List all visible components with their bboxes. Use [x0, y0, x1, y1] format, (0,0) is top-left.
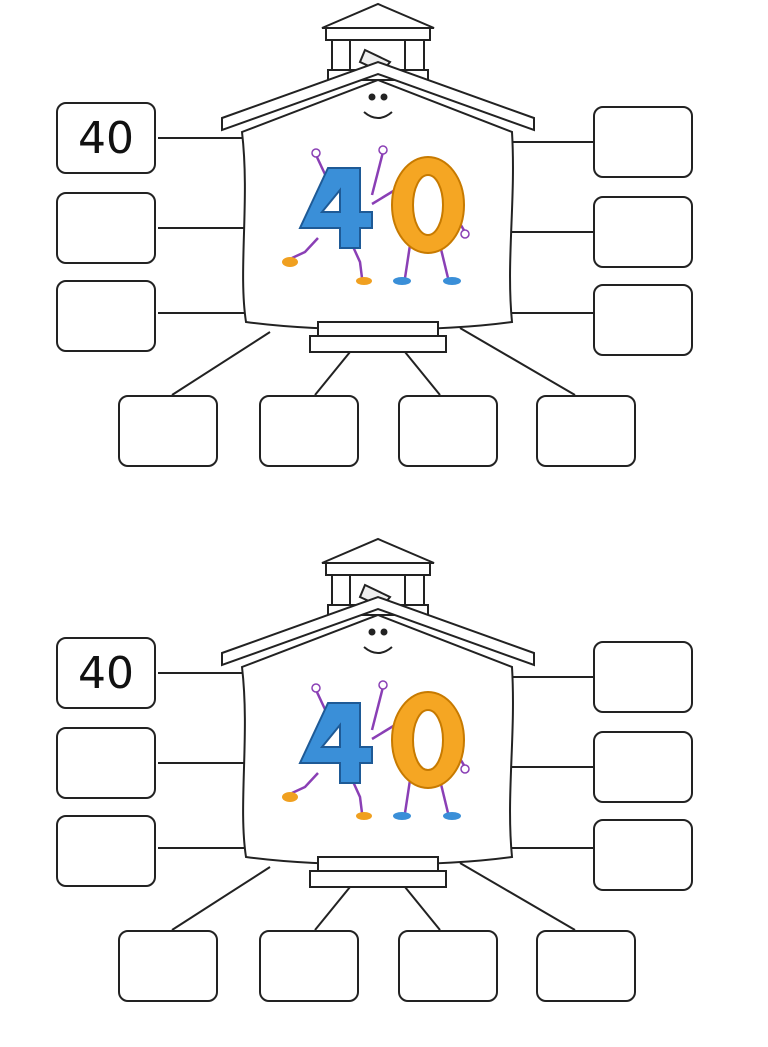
answer-box-left-1[interactable]: 40	[56, 637, 156, 709]
schoolhouse-illustration	[158, 2, 593, 396]
answer-box-right-1[interactable]	[593, 641, 693, 713]
answer-box-bottom-4[interactable]	[536, 930, 636, 1002]
answer-box-left-2[interactable]	[56, 192, 156, 264]
connector-lines	[158, 672, 593, 931]
answer-box-right-3[interactable]	[593, 819, 693, 891]
number-40-characters	[282, 680, 470, 820]
connector-lines	[158, 137, 593, 396]
answer-box-right-2[interactable]	[593, 196, 693, 268]
answer-box-bottom-2[interactable]	[259, 395, 359, 467]
answer-box-right-1[interactable]	[593, 106, 693, 178]
answer-box-left-3[interactable]	[56, 280, 156, 352]
smiley-face-icon	[363, 628, 393, 654]
roof	[221, 595, 535, 667]
answer-box-bottom-2[interactable]	[259, 930, 359, 1002]
number-40-characters	[282, 145, 470, 285]
worksheet-1: 40	[0, 0, 768, 512]
answer-box-left-2[interactable]	[56, 727, 156, 799]
steps	[309, 321, 447, 353]
roof	[221, 60, 535, 132]
steps	[309, 856, 447, 888]
answer-box-bottom-3[interactable]	[398, 395, 498, 467]
worksheet-2: 40	[0, 535, 768, 1047]
answer-box-bottom-1[interactable]	[118, 395, 218, 467]
answer-box-right-2[interactable]	[593, 731, 693, 803]
answer-box-left-3[interactable]	[56, 815, 156, 887]
answer-box-bottom-4[interactable]	[536, 395, 636, 467]
answer-box-right-3[interactable]	[593, 284, 693, 356]
answer-box-bottom-1[interactable]	[118, 930, 218, 1002]
answer-box-bottom-3[interactable]	[398, 930, 498, 1002]
schoolhouse-illustration	[158, 537, 593, 931]
smiley-face-icon	[363, 93, 393, 119]
answer-box-left-1[interactable]: 40	[56, 102, 156, 174]
